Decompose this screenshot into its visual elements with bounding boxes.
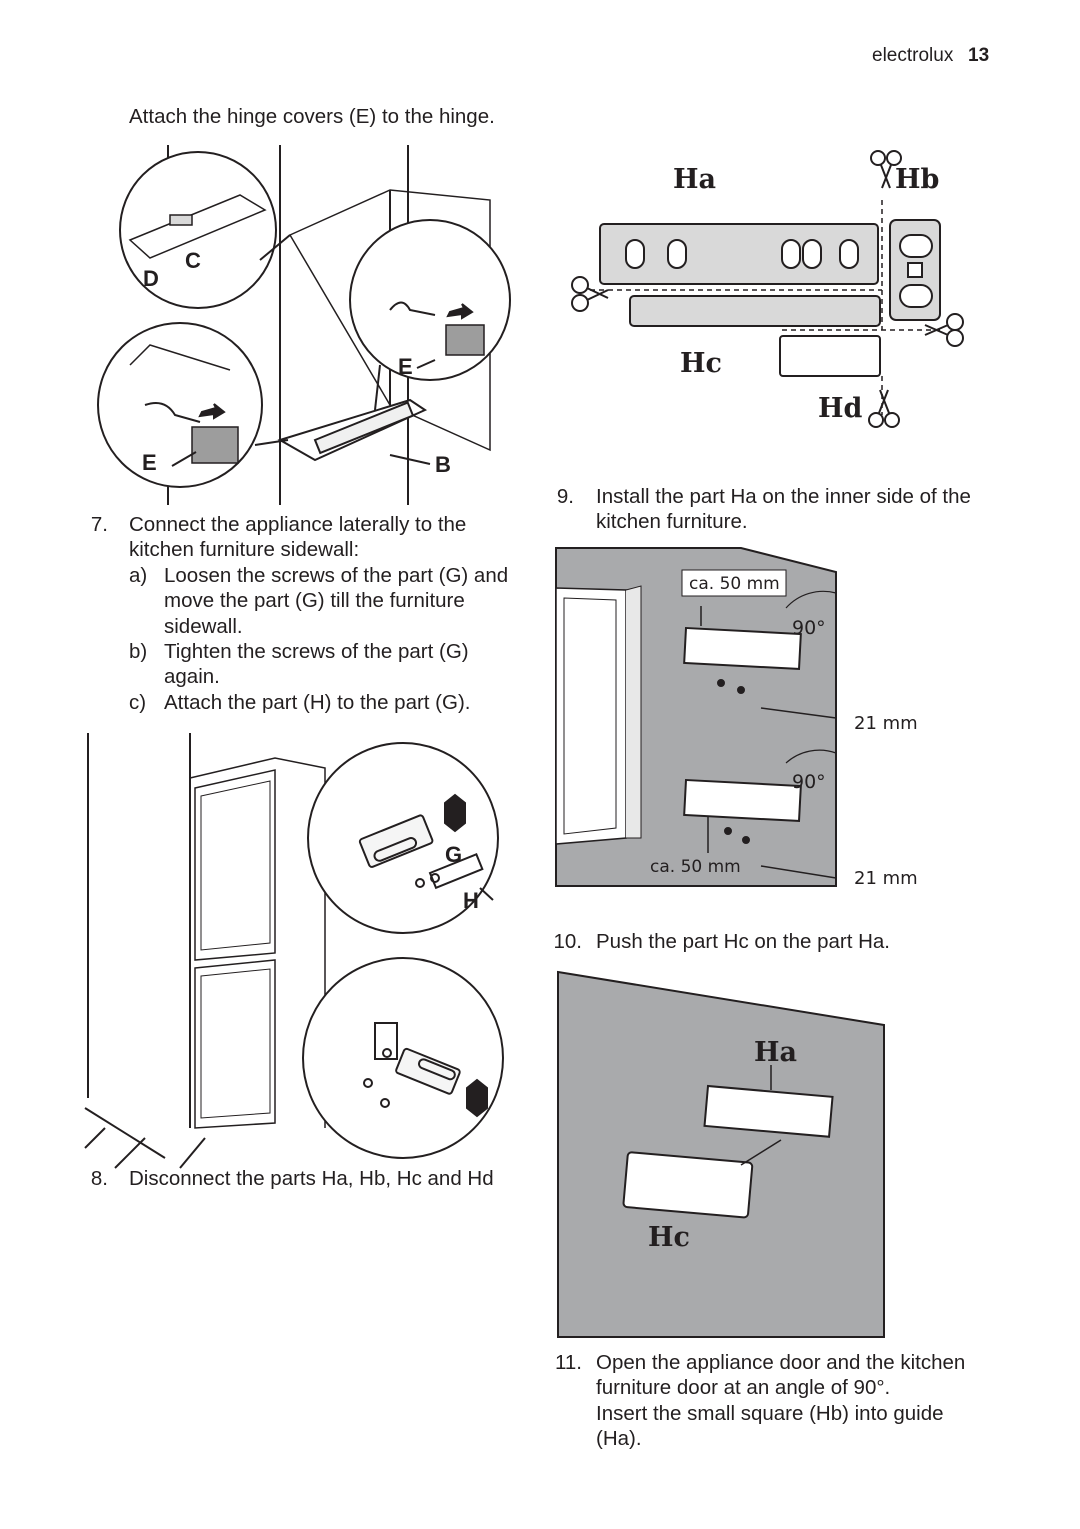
installation-figure: ca. 50 mm ca. 50 mm 90° 90° 21 mm 21 mm [555, 547, 918, 889]
hinge-cover-figure: C D E E B [97, 145, 511, 505]
gap-bottom: 21 mm [854, 868, 918, 889]
label-hd: Hd [818, 393, 863, 424]
step-10-number: 10. [553, 930, 583, 953]
step-7-number: 7. [90, 513, 108, 536]
step-7b-line-1: Tighten the screws of the part (G) [164, 640, 469, 663]
step-11-number: 11. [555, 1351, 582, 1374]
step-8-text: Disconnect the parts Ha, Hb, Hc and Hd [129, 1167, 494, 1190]
angle-top: 90° [792, 617, 826, 639]
page-number: 13 [968, 45, 990, 66]
step-7c-marker: c) [129, 691, 147, 714]
step-7b-line-2: again. [164, 665, 220, 688]
label-hc: Hc [680, 348, 722, 379]
step-11-line-4: (Ha). [596, 1427, 642, 1450]
dim-top: ca. 50 mm [689, 574, 780, 594]
step-7a-marker: a) [129, 564, 148, 587]
brand-name: electrolux [872, 45, 954, 66]
step-11-line-3: Insert the small square (Hb) into guide [596, 1402, 944, 1425]
step-8-number: 8. [90, 1167, 108, 1190]
intro-text: Attach the hinge covers (E) to the hinge… [129, 105, 495, 128]
label-ha-2: Ha [754, 1037, 797, 1068]
step-7c-line-1: Attach the part (H) to the part (G). [164, 691, 471, 714]
parts-figure: Ha Hb Hc Hd [571, 150, 964, 428]
step-9-line-2: kitchen furniture. [596, 510, 748, 533]
label-e-left: E [142, 450, 157, 475]
label-hc-2: Hc [648, 1222, 690, 1253]
lateral-connection-figure: G H [84, 733, 504, 1169]
push-hc-figure: Ha Hc [557, 970, 885, 1338]
label-b: B [435, 452, 451, 477]
step-9-number: 9. [556, 485, 574, 508]
label-ha: Ha [673, 164, 716, 195]
step-11-line-1: Open the appliance door and the kitchen [596, 1351, 966, 1374]
dim-bottom: ca. 50 mm [650, 857, 741, 877]
step-10-text: Push the part Hc on the part Ha. [596, 930, 890, 953]
step-9-line-1: Install the part Ha on the inner side of… [596, 485, 971, 508]
label-hb: Hb [895, 164, 939, 195]
step-7b-marker: b) [129, 640, 148, 663]
angle-bottom: 90° [792, 771, 826, 793]
label-d: D [143, 266, 159, 291]
label-h: H [463, 888, 479, 913]
step-7-line-1: Connect the appliance laterally to the [129, 513, 467, 536]
step-7-line-2: kitchen furniture sidewall: [129, 538, 360, 561]
label-g: G [445, 842, 462, 867]
label-e-right: E [398, 354, 413, 379]
step-7a-line-2: move the part (G) till the furniture [164, 589, 465, 612]
step-11-line-2: furniture door at an angle of 90°. [596, 1376, 891, 1399]
gap-top: 21 mm [854, 713, 918, 734]
step-7a-line-3: sidewall. [164, 615, 243, 638]
step-7a-line-1: Loosen the screws of the part (G) and [164, 564, 509, 587]
label-c: C [185, 248, 201, 273]
